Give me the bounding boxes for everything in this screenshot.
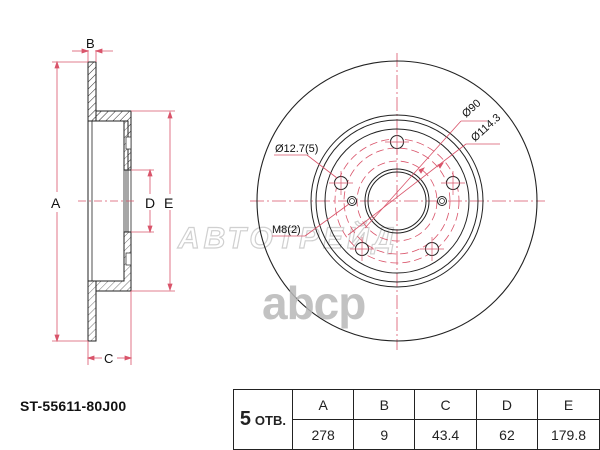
dimension-label-c: C — [104, 351, 113, 366]
center-bore-diameter-label: Ø90 — [460, 97, 483, 120]
thread-size-label: M8(2) — [272, 224, 301, 236]
holes-unit: ОТВ. — [254, 413, 286, 428]
spec-table: 5 ОТВ. A B C D E 278 9 43.4 62 179.8 — [233, 389, 600, 450]
part-number: ST-55611-80J00 — [20, 398, 127, 414]
header-a: A — [291, 389, 355, 420]
value-a: 278 — [291, 419, 355, 450]
front-view — [250, 53, 545, 350]
abcp-logo-watermark: abcp — [262, 277, 365, 329]
dimension-label-a: A — [51, 195, 61, 211]
header-e: E — [537, 389, 600, 420]
dimension-label-e: E — [164, 195, 173, 211]
value-e: 179.8 — [537, 419, 600, 450]
dimension-label-b: B — [86, 36, 95, 51]
value-d: 62 — [475, 419, 539, 450]
side-view — [78, 61, 136, 342]
bolt-hole-diameter-label: Ø12.7(5) — [275, 143, 318, 155]
dimension-lines — [52, 48, 175, 365]
value-c: 43.4 — [414, 419, 477, 450]
header-d: D — [475, 389, 539, 420]
pcd-diameter-label: Ø114.3 — [469, 112, 503, 145]
value-b: 9 — [353, 419, 416, 450]
holes-count-cell: 5 ОТВ. — [233, 389, 293, 450]
holes-count: 5 — [239, 408, 252, 430]
dimension-label-d: D — [145, 195, 155, 211]
header-b: B — [353, 389, 416, 420]
header-c: C — [414, 389, 477, 420]
